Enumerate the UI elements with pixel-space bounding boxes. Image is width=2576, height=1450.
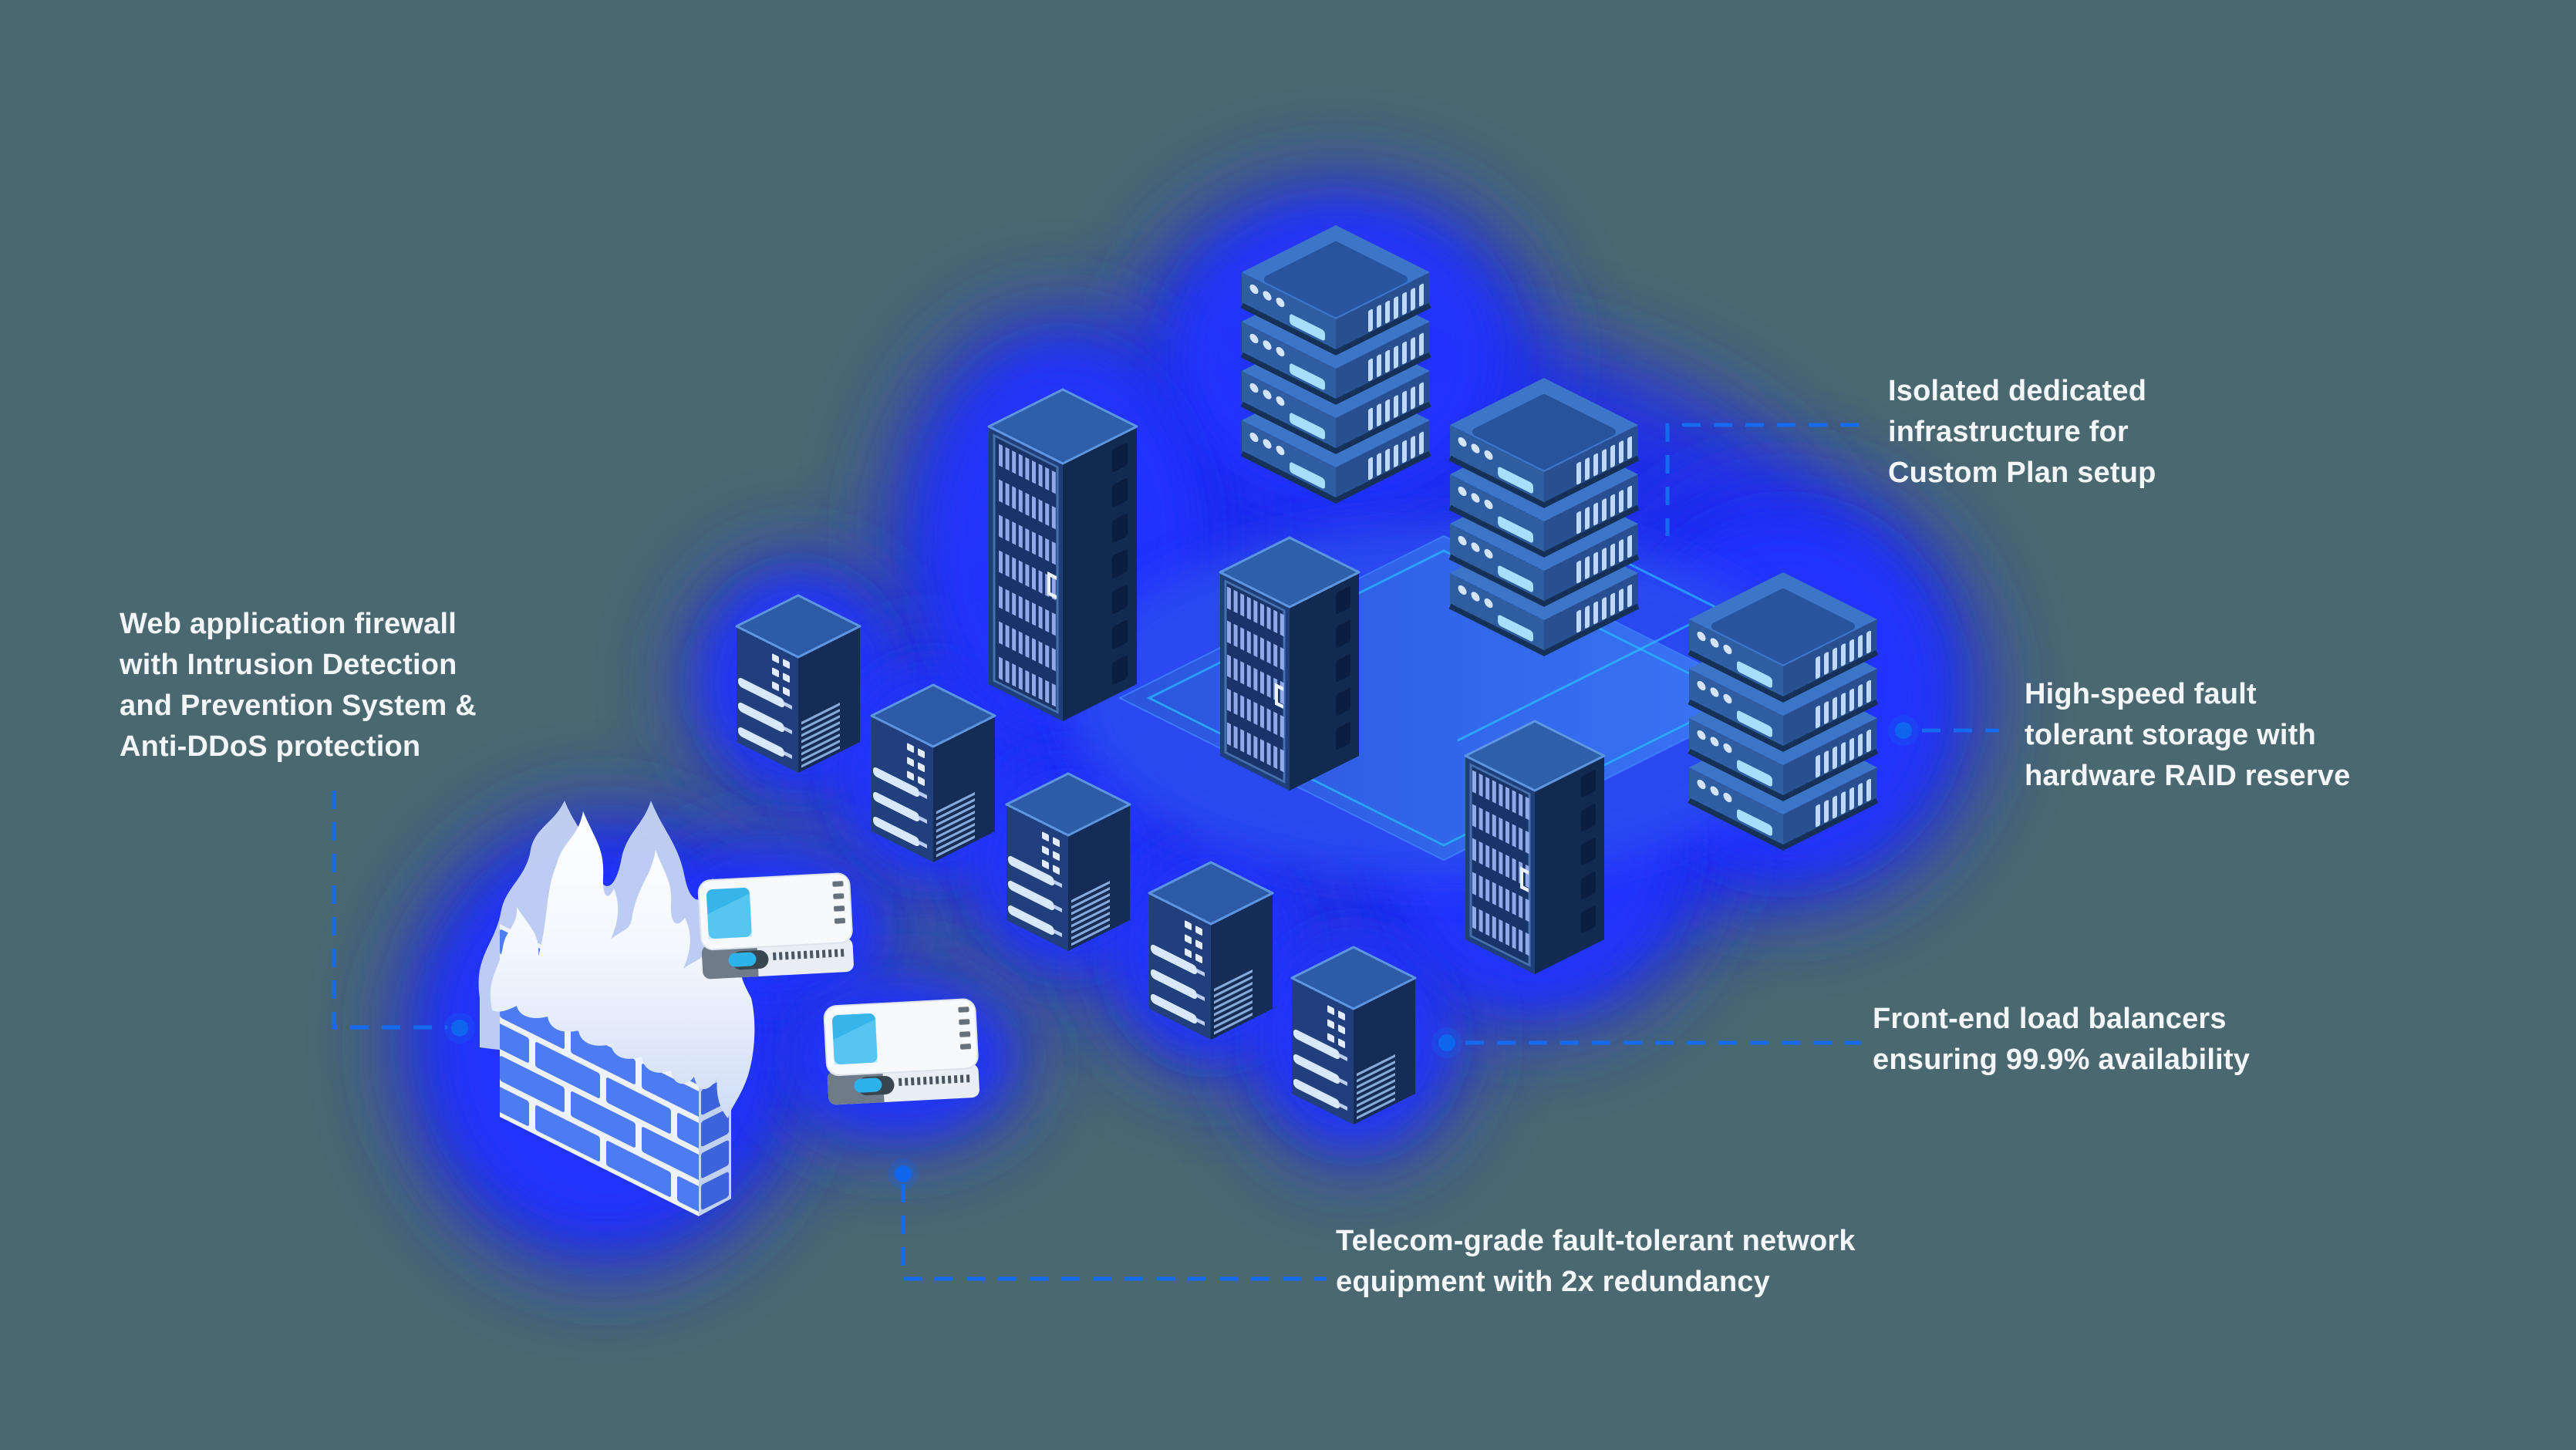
annotation-line: Web application firewall [120,608,457,640]
annotation-line: Front-end load balancers [1873,1003,2227,1035]
annotation-line: infrastructure for [1888,416,2129,448]
network-switch-icon [697,872,855,980]
leader-dot-load-balancers [1438,1034,1455,1051]
server-tower-small-icon [1290,946,1417,1126]
server-tower-large-icon [1220,538,1359,791]
server-tower-small-icon [1005,772,1131,953]
annotation-line: High-speed fault [2025,678,2257,710]
annotation-line: Custom Plan setup [1888,457,2156,489]
annotation-line: ensuring 99.9% availability [1873,1044,2251,1076]
leader-line-isolated [1665,423,1859,536]
annotation-line: with Intrusion Detection [120,649,457,681]
annotation-telecom: Telecom-grade fault-tolerant network equ… [1336,1221,1856,1303]
annotation-load-balancers: Front-end load balancers ensuring 99.9% … [1873,999,2250,1081]
annotation-line: hardware RAID reserve [2025,760,2351,792]
leader-dot-telecom [895,1165,912,1182]
leader-dot-waf [451,1020,468,1037]
annotation-line: Anti-DDoS protection [120,730,421,763]
leader-dot-storage [1895,722,1912,739]
storage-stack-icon [1242,225,1430,503]
annotation-line: tolerant storage with [2025,719,2316,751]
server-tower-large-icon [989,389,1137,721]
server-tower-small-icon [1148,861,1274,1041]
annotation-isolated: Isolated dedicated infrastructure for Cu… [1888,371,2156,494]
annotation-line: Isolated dedicated [1888,375,2147,407]
leader-line-telecom [901,1184,1327,1281]
server-tower-small-icon [735,594,861,774]
annotation-line: equipment with 2x redundancy [1336,1266,1771,1298]
leader-line-waf [332,791,447,1030]
network-switch-icon [823,997,981,1106]
storage-stack-icon [1689,572,1877,850]
server-tower-small-icon [870,683,996,864]
annotation-line: and Prevention System & [120,690,477,722]
storage-stack-icon [1450,378,1638,656]
annotation-line: Telecom-grade fault-tolerant network [1336,1225,1856,1257]
annotation-waf: Web application firewall with Intrusion … [120,604,477,767]
server-tower-large-icon [1465,721,1604,974]
annotation-storage: High-speed fault tolerant storage with h… [2025,674,2350,797]
